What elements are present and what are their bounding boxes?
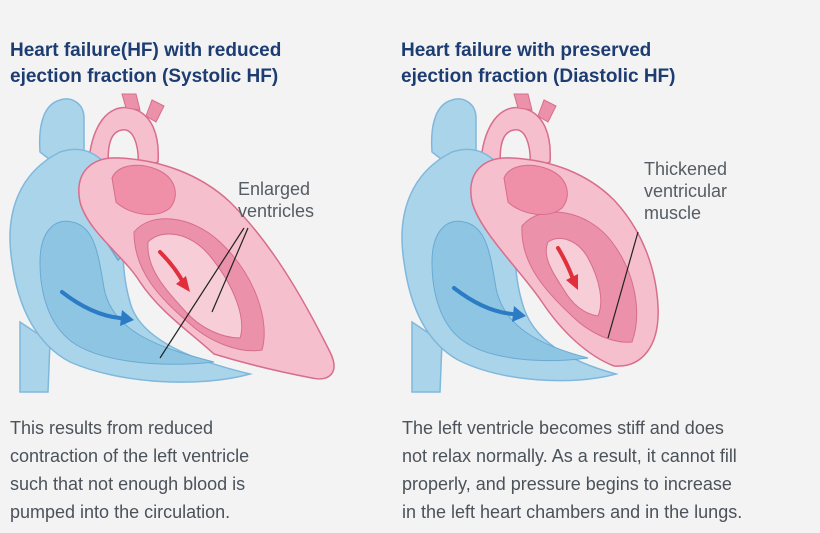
enlarged-heart-illustration	[9, 93, 335, 393]
callout-line-1	[159, 227, 245, 359]
blue-flow-arrowhead	[120, 310, 134, 326]
systolic-desc-line-1: This results from reduced	[10, 418, 214, 438]
aortic-branch-1	[513, 93, 533, 111]
systolic-desc-line-4: pumped into the circulation.	[10, 502, 231, 522]
systolic-hf-title-line-1: Heart failure(HF) with reduced	[10, 40, 282, 61]
right-ventricle-chamber	[39, 220, 215, 365]
callout-line-text-2: ventricular	[644, 181, 728, 201]
systolic-hf-title-line-2: ejection fraction (Systolic HF)	[10, 66, 279, 87]
red-flow-arrowhead	[176, 276, 190, 292]
diastolic-desc-line-2: not relax normally. As a result, it cann…	[402, 446, 737, 466]
callout-line-2	[211, 227, 249, 313]
blue-flow-arrow	[60, 290, 122, 320]
diastolic-hf-description: The left ventricle becomes stiff and doe…	[402, 414, 812, 526]
callout-line-text-1: Thickened	[644, 159, 728, 179]
red-flow-arrowhead	[566, 274, 578, 290]
callout-line-text-1: Enlarged	[238, 179, 311, 199]
aortic-branch-2	[537, 99, 557, 123]
thickened-muscle-callout: Thickened ventricular muscle	[644, 158, 727, 224]
systolic-desc-line-3: such that not enough blood is	[10, 474, 246, 494]
left-atrium	[111, 164, 176, 215]
right-ventricle-chamber	[431, 220, 589, 362]
systolic-hf-title: Heart failure(HF) with reduced ejection …	[10, 38, 400, 90]
left-ventricle-chamber	[147, 233, 243, 339]
aortic-branch-1	[121, 93, 141, 111]
panel-diastolic-hf: Heart failure with preserved ejection fr…	[392, 0, 820, 533]
diastolic-hf-title: Heart failure with preserved ejection fr…	[401, 38, 791, 90]
thickened-heart-illustration	[401, 93, 659, 393]
blue-flow-arrowhead	[512, 306, 526, 322]
left-atrium	[503, 164, 568, 215]
callout-line-text-3: muscle	[644, 203, 702, 223]
diastolic-hf-title-line-2: ejection fraction (Diastolic HF)	[401, 66, 676, 87]
callout-line	[607, 231, 639, 339]
enlarged-ventricles-callout: Enlarged ventricles	[238, 178, 314, 222]
diastolic-desc-line-3: properly, and pressure begins to increas…	[402, 474, 732, 494]
systolic-desc-line-2: contraction of the left ventricle	[10, 446, 250, 466]
diastolic-hf-title-line-1: Heart failure with preserved	[401, 40, 652, 61]
callout-line-text-2: ventricles	[238, 201, 315, 221]
blue-flow-arrow	[452, 286, 514, 316]
diastolic-desc-line-1: The left ventricle becomes stiff and doe…	[402, 418, 724, 438]
systolic-hf-description: This results from reduced contraction of…	[10, 414, 420, 526]
aortic-branch-2	[145, 99, 165, 123]
panel-systolic-hf: Heart failure(HF) with reduced ejection …	[0, 0, 400, 533]
diastolic-desc-line-4: in the left heart chambers and in the lu…	[402, 502, 743, 522]
